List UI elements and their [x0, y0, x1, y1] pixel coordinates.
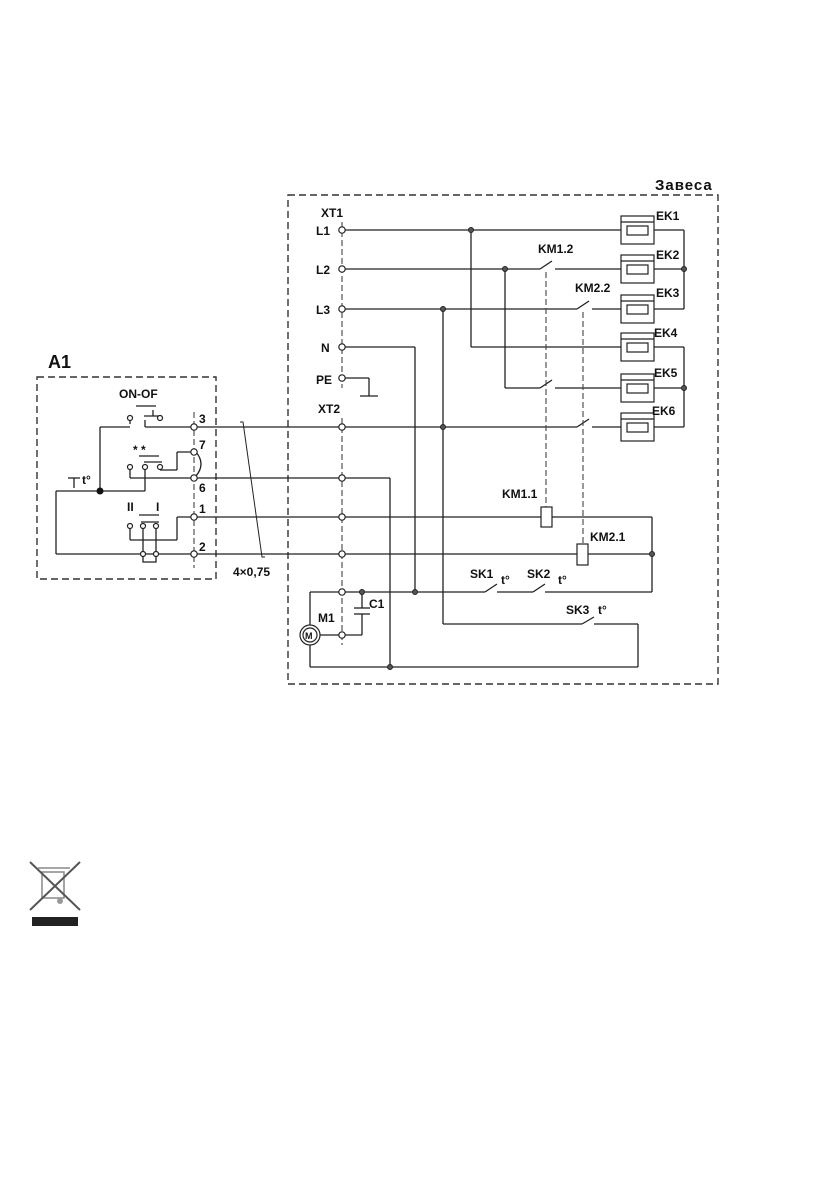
sk2-label: SK2: [527, 567, 551, 581]
km2-1-label: KM2.1: [590, 530, 626, 544]
terminal-n-label: N: [321, 341, 330, 355]
xt2-label: XT2: [318, 402, 340, 416]
enclosure-boundary: [287, 194, 719, 685]
cable-annotation: 4×0,75: [233, 421, 270, 579]
fan-mode-label: * *: [133, 443, 146, 457]
km1-2-label: KM1.2: [538, 242, 574, 256]
heater-ek4: EK4: [620, 326, 678, 362]
terminals: [190, 226, 346, 639]
heater-ek1: EK1: [620, 209, 680, 245]
heater-ek6-label: EK6: [652, 404, 676, 418]
heater-ek4-label: EK4: [654, 326, 678, 340]
heater-ek1-label: EK1: [656, 209, 680, 223]
heater-ek3: EK3: [620, 286, 680, 324]
terminal-l1-label: L1: [316, 224, 330, 238]
heater-ek2-label: EK2: [656, 248, 680, 262]
speed-ii-label: II: [127, 500, 134, 514]
capacitor-label: C1: [369, 597, 385, 611]
control-unit-internals: ON-OF * * II I t° 3 7 6 1 2: [55, 387, 206, 568]
sk3-thermal-symbol: t°: [598, 603, 607, 617]
sk1-thermal-symbol: t°: [501, 573, 510, 587]
xt1-label: XT1: [321, 206, 343, 220]
cable-label: 4×0,75: [233, 565, 270, 579]
weee-crossed-bin-icon: [29, 861, 81, 926]
wiring: [196, 229, 685, 668]
motor-m1: M M1: [299, 611, 335, 646]
km2-2-label: KM2.2: [575, 281, 611, 295]
motor-symbol: M: [305, 631, 313, 641]
enclosure-label: Завеса: [655, 177, 713, 194]
terminal-l2-label: L2: [316, 263, 330, 277]
terminal-l3-label: L3: [316, 303, 330, 317]
terminal-1-label: 1: [199, 502, 206, 516]
terminal-7-label: 7: [199, 438, 206, 452]
km2-coil: [576, 543, 589, 566]
heaters: EK1 EK2 EK3 EK4 EK5 EK6: [620, 209, 680, 442]
on-off-label: ON-OF: [119, 387, 158, 401]
sk2-thermal-symbol: t°: [558, 573, 567, 587]
xt1-terminal-block: XT1 L1 L2 L3 N PE: [316, 206, 343, 388]
heater-ek6: EK6: [620, 404, 676, 442]
heater-ek2: EK2: [620, 248, 680, 284]
motor-label: M1: [318, 611, 335, 625]
thermostat-label: t°: [82, 473, 91, 487]
km1-1-label: KM1.1: [502, 487, 538, 501]
terminal-6-label: 6: [199, 481, 206, 495]
terminal-3-label: 3: [199, 412, 206, 426]
heater-ek5-label: EK5: [654, 366, 678, 380]
terminal-pe-label: PE: [316, 373, 332, 387]
heater-ek5: EK5: [620, 366, 678, 403]
speed-i-label: I: [156, 500, 159, 514]
junctions: [359, 227, 687, 670]
control-unit-label: A1: [48, 352, 71, 372]
xt2-terminal-block: XT2: [318, 402, 343, 645]
heater-ek3-label: EK3: [656, 286, 680, 300]
sk1-label: SK1: [470, 567, 494, 581]
km1-coil: [540, 506, 553, 528]
terminal-2-label: 2: [199, 540, 206, 554]
sk3-label: SK3: [566, 603, 590, 617]
